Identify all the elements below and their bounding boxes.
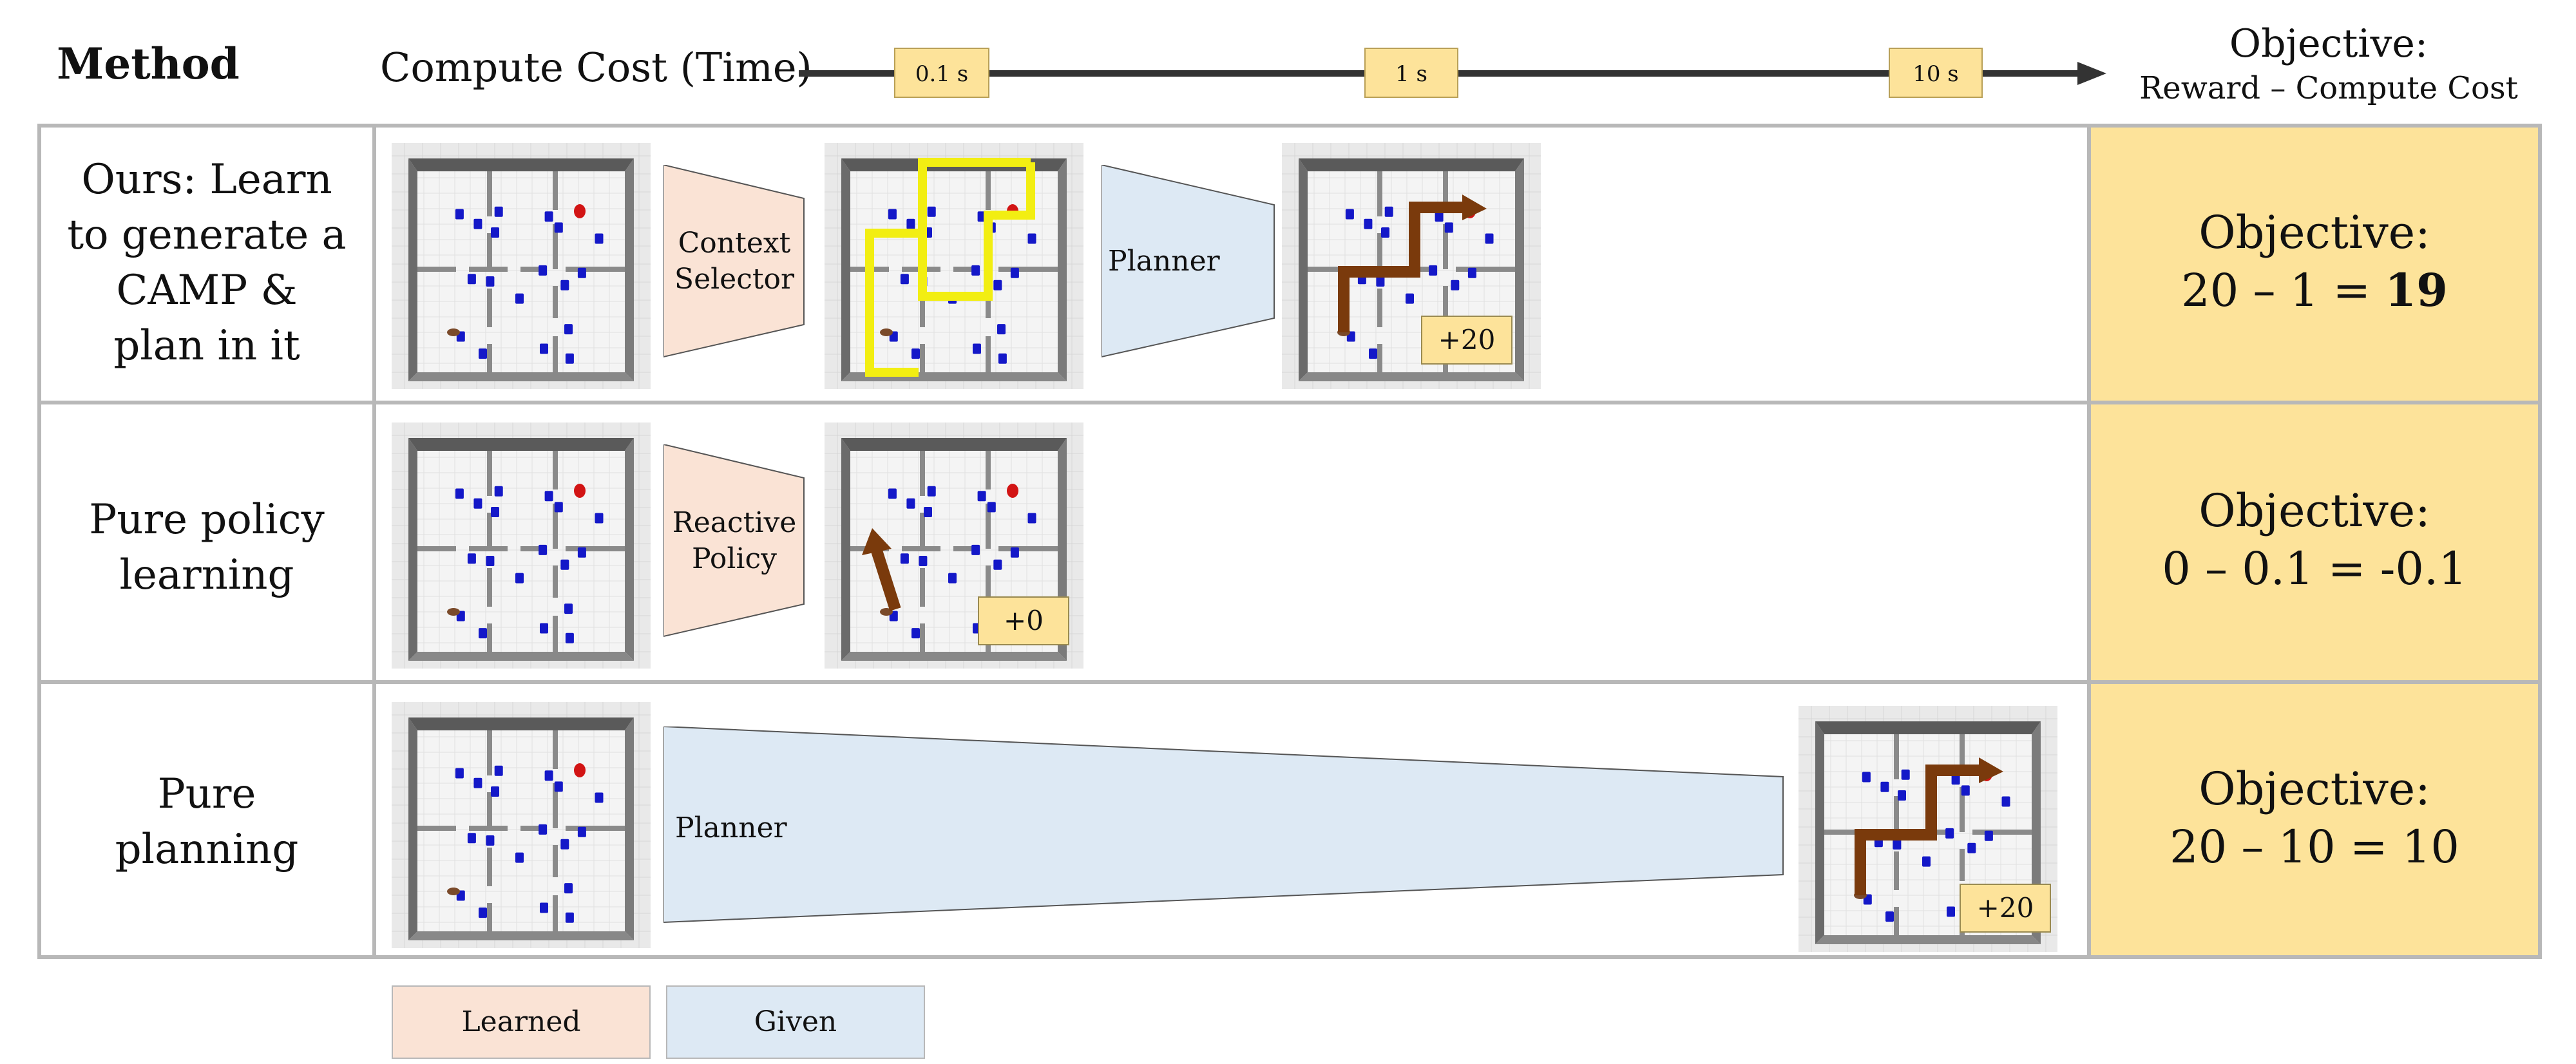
objective-header-formula: Reward – Compute Cost xyxy=(2139,70,2518,106)
reward-badge: +20 xyxy=(1421,316,1512,365)
maze-image-input xyxy=(392,702,651,948)
method-line: plan in it xyxy=(113,322,300,370)
objective-cell-pure-policy: Objective: 0 – 0.1 = -0.1 xyxy=(2091,404,2538,680)
objective-title: Objective: xyxy=(2199,763,2430,815)
planner-label: Planner xyxy=(1108,245,1220,278)
planner-large-label: Planner xyxy=(675,812,787,844)
row-divider xyxy=(37,680,2542,684)
objective-expression: 20 – 1 = xyxy=(2181,264,2385,317)
method-line: to generate a xyxy=(67,211,347,259)
module-label-line: Context xyxy=(678,227,791,260)
maze-image-input xyxy=(392,143,651,389)
method-line: Ours: Learn xyxy=(81,156,332,204)
maze-image-policy-result xyxy=(825,423,1083,669)
objective-cell-ours: Objective: 20 – 1 = 19 xyxy=(2091,128,2538,401)
objective-value: 20 – 10 = 10 xyxy=(2170,821,2459,873)
row-divider xyxy=(37,401,2542,404)
objective-column-header: Objective: Reward – Compute Cost xyxy=(2087,19,2570,108)
objective-value: 20 – 1 = 19 xyxy=(2091,261,2538,319)
reward-badge: +0 xyxy=(978,596,1069,645)
context-selector-module xyxy=(663,165,805,358)
method-line: Pure policy xyxy=(89,496,325,544)
time-tick-1s: 1 s xyxy=(1364,48,1458,98)
column-divider xyxy=(2087,124,2091,959)
planner-module-large xyxy=(663,727,1784,924)
module-label-line: Reactive xyxy=(672,506,797,539)
column-divider xyxy=(372,124,376,959)
compute-cost-label: Compute Cost (Time) xyxy=(380,44,812,91)
method-label-pure-planning: Pure planning xyxy=(41,766,372,877)
objective-title: Objective: xyxy=(2199,484,2430,537)
planner-module-small xyxy=(1102,165,1275,358)
time-tick-10s: 10 s xyxy=(1889,48,1983,98)
method-line: planning xyxy=(115,826,299,873)
reactive-policy-module xyxy=(663,444,805,638)
legend-learned: Learned xyxy=(392,985,651,1059)
objective-result: 19 xyxy=(2385,263,2448,317)
method-column-header: Method xyxy=(57,39,240,89)
method-line: learning xyxy=(119,551,294,599)
method-line: Pure xyxy=(157,770,256,818)
method-line: CAMP & xyxy=(116,267,298,314)
legend-given: Given xyxy=(666,985,925,1059)
method-label-ours: Ours: Learn to generate a CAMP & plan in… xyxy=(41,152,372,374)
module-label-line: Selector xyxy=(674,263,795,296)
method-label-pure-policy: Pure policy learning xyxy=(41,492,372,603)
context-selector-label: Context Selector xyxy=(663,225,805,298)
time-tick-0.1s: 0.1 s xyxy=(894,48,989,98)
maze-image-input xyxy=(392,423,651,669)
reactive-policy-label: Reactive Policy xyxy=(663,505,805,577)
maze-image-camp xyxy=(825,143,1083,389)
objective-cell-pure-planning: Objective: 20 – 10 = 10 xyxy=(2091,684,2538,955)
objective-title: Objective: xyxy=(2199,206,2430,259)
method-comparison-table xyxy=(37,124,2542,959)
objective-header-title: Objective: xyxy=(2229,21,2428,66)
objective-value: 0 – 0.1 = -0.1 xyxy=(2162,542,2467,595)
module-label-line: Policy xyxy=(692,542,777,575)
reward-badge: +20 xyxy=(1960,884,2051,933)
